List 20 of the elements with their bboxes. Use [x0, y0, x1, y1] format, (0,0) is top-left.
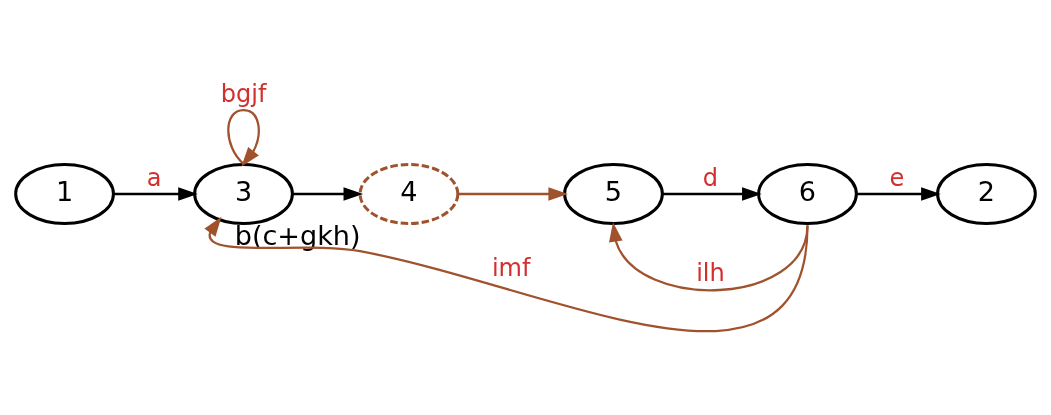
- edge-label: a: [146, 164, 162, 193]
- edge-label: e: [889, 164, 905, 193]
- arrow: [609, 222, 809, 292]
- edge-label: ilh: [696, 258, 725, 287]
- arrow: [856, 187, 941, 201]
- arrow: [662, 187, 762, 201]
- arrow: [204, 216, 809, 333]
- edge-label: d: [702, 164, 719, 193]
- edge-label: imf: [491, 254, 531, 283]
- node-ellipse: 6: [757, 163, 858, 225]
- node-ellipse: 5: [563, 163, 664, 225]
- node-ellipse: 1: [14, 163, 115, 225]
- arrow: [292, 187, 364, 201]
- edge-label: bgjf: [220, 80, 267, 109]
- arrow: [113, 187, 198, 201]
- node-ellipse: 3: [193, 163, 294, 225]
- arrow: [227, 108, 260, 167]
- node-ellipse: 4: [358, 163, 460, 225]
- arrow: [458, 187, 568, 201]
- node-ellipse: 2: [936, 163, 1037, 225]
